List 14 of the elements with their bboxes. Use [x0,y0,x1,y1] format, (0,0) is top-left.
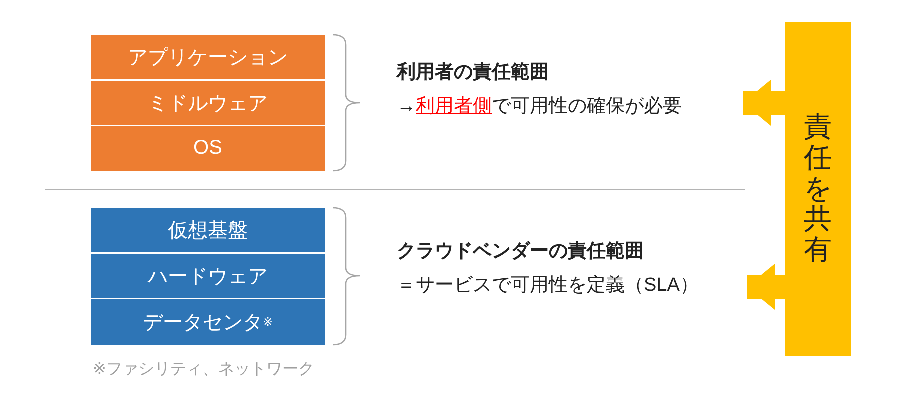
arrow [743,80,787,126]
layer-box: ハードウェア [91,254,325,298]
body-text: ＝サービスで可用性を定義（SLA） [397,274,700,298]
vertical-text: 責任を共有 [804,112,832,266]
shared-responsibility-bar [785,22,851,356]
heading-text: クラウドベンダーの責任範囲 [397,240,645,264]
layer-box: ミドルウェア [91,81,325,125]
layer-box: OS [91,126,325,171]
arrow [747,264,787,310]
layer-box: 仮想基盤 [91,208,325,252]
heading-text: 利用者の責任範囲 [397,61,550,85]
footnote-text: ※ファシリティ、ネットワーク [93,360,314,380]
body-text: →利用者側で可用性の確保が必要 [397,95,683,119]
layer-box: アプリケーション [91,35,325,79]
